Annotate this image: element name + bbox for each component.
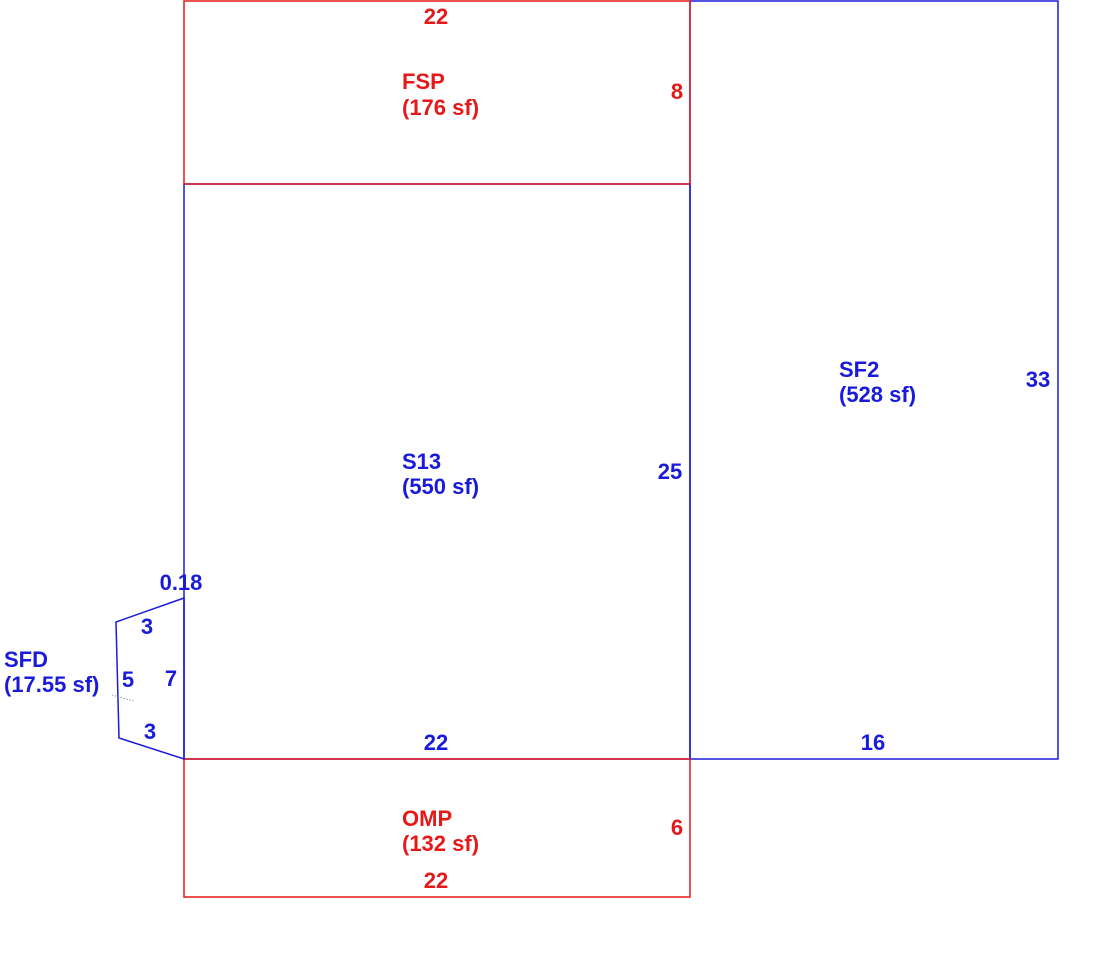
omp-dim-right: 6 [671,815,683,840]
fsp-dim-top: 22 [424,4,448,29]
sfd-dotted-guide [111,694,135,702]
sf2-area: (528 sf) [839,382,916,407]
sfd-dim-upper: 3 [141,614,153,639]
sfd-dim-top: 0.18 [160,570,203,595]
fsp-name: FSP [402,69,445,94]
s13-dim-right: 25 [658,459,682,484]
s13-dim-bottom: 22 [424,730,448,755]
omp-area: (132 sf) [402,831,479,856]
sfd-area: (17.55 sf) [4,672,99,697]
omp-name: OMP [402,806,452,831]
sfd-dim-right: 7 [165,666,177,691]
sf2-name: SF2 [839,357,879,382]
s13-name: S13 [402,449,441,474]
s13-area: (550 sf) [402,474,479,499]
sfd-dim-lower: 3 [144,719,156,744]
fsp-area: (176 sf) [402,95,479,120]
omp-outline [183,758,691,898]
omp-dim-bottom: 22 [424,868,448,893]
sfd-name: SFD [4,647,48,672]
fsp-dim-right: 8 [671,79,683,104]
sf2-dim-right: 33 [1026,367,1050,392]
sfd-dim-left: 5 [122,667,134,692]
sfd-outline [115,596,185,761]
sf2-dim-bottom: 16 [861,730,885,755]
fsp-outline [183,0,691,185]
